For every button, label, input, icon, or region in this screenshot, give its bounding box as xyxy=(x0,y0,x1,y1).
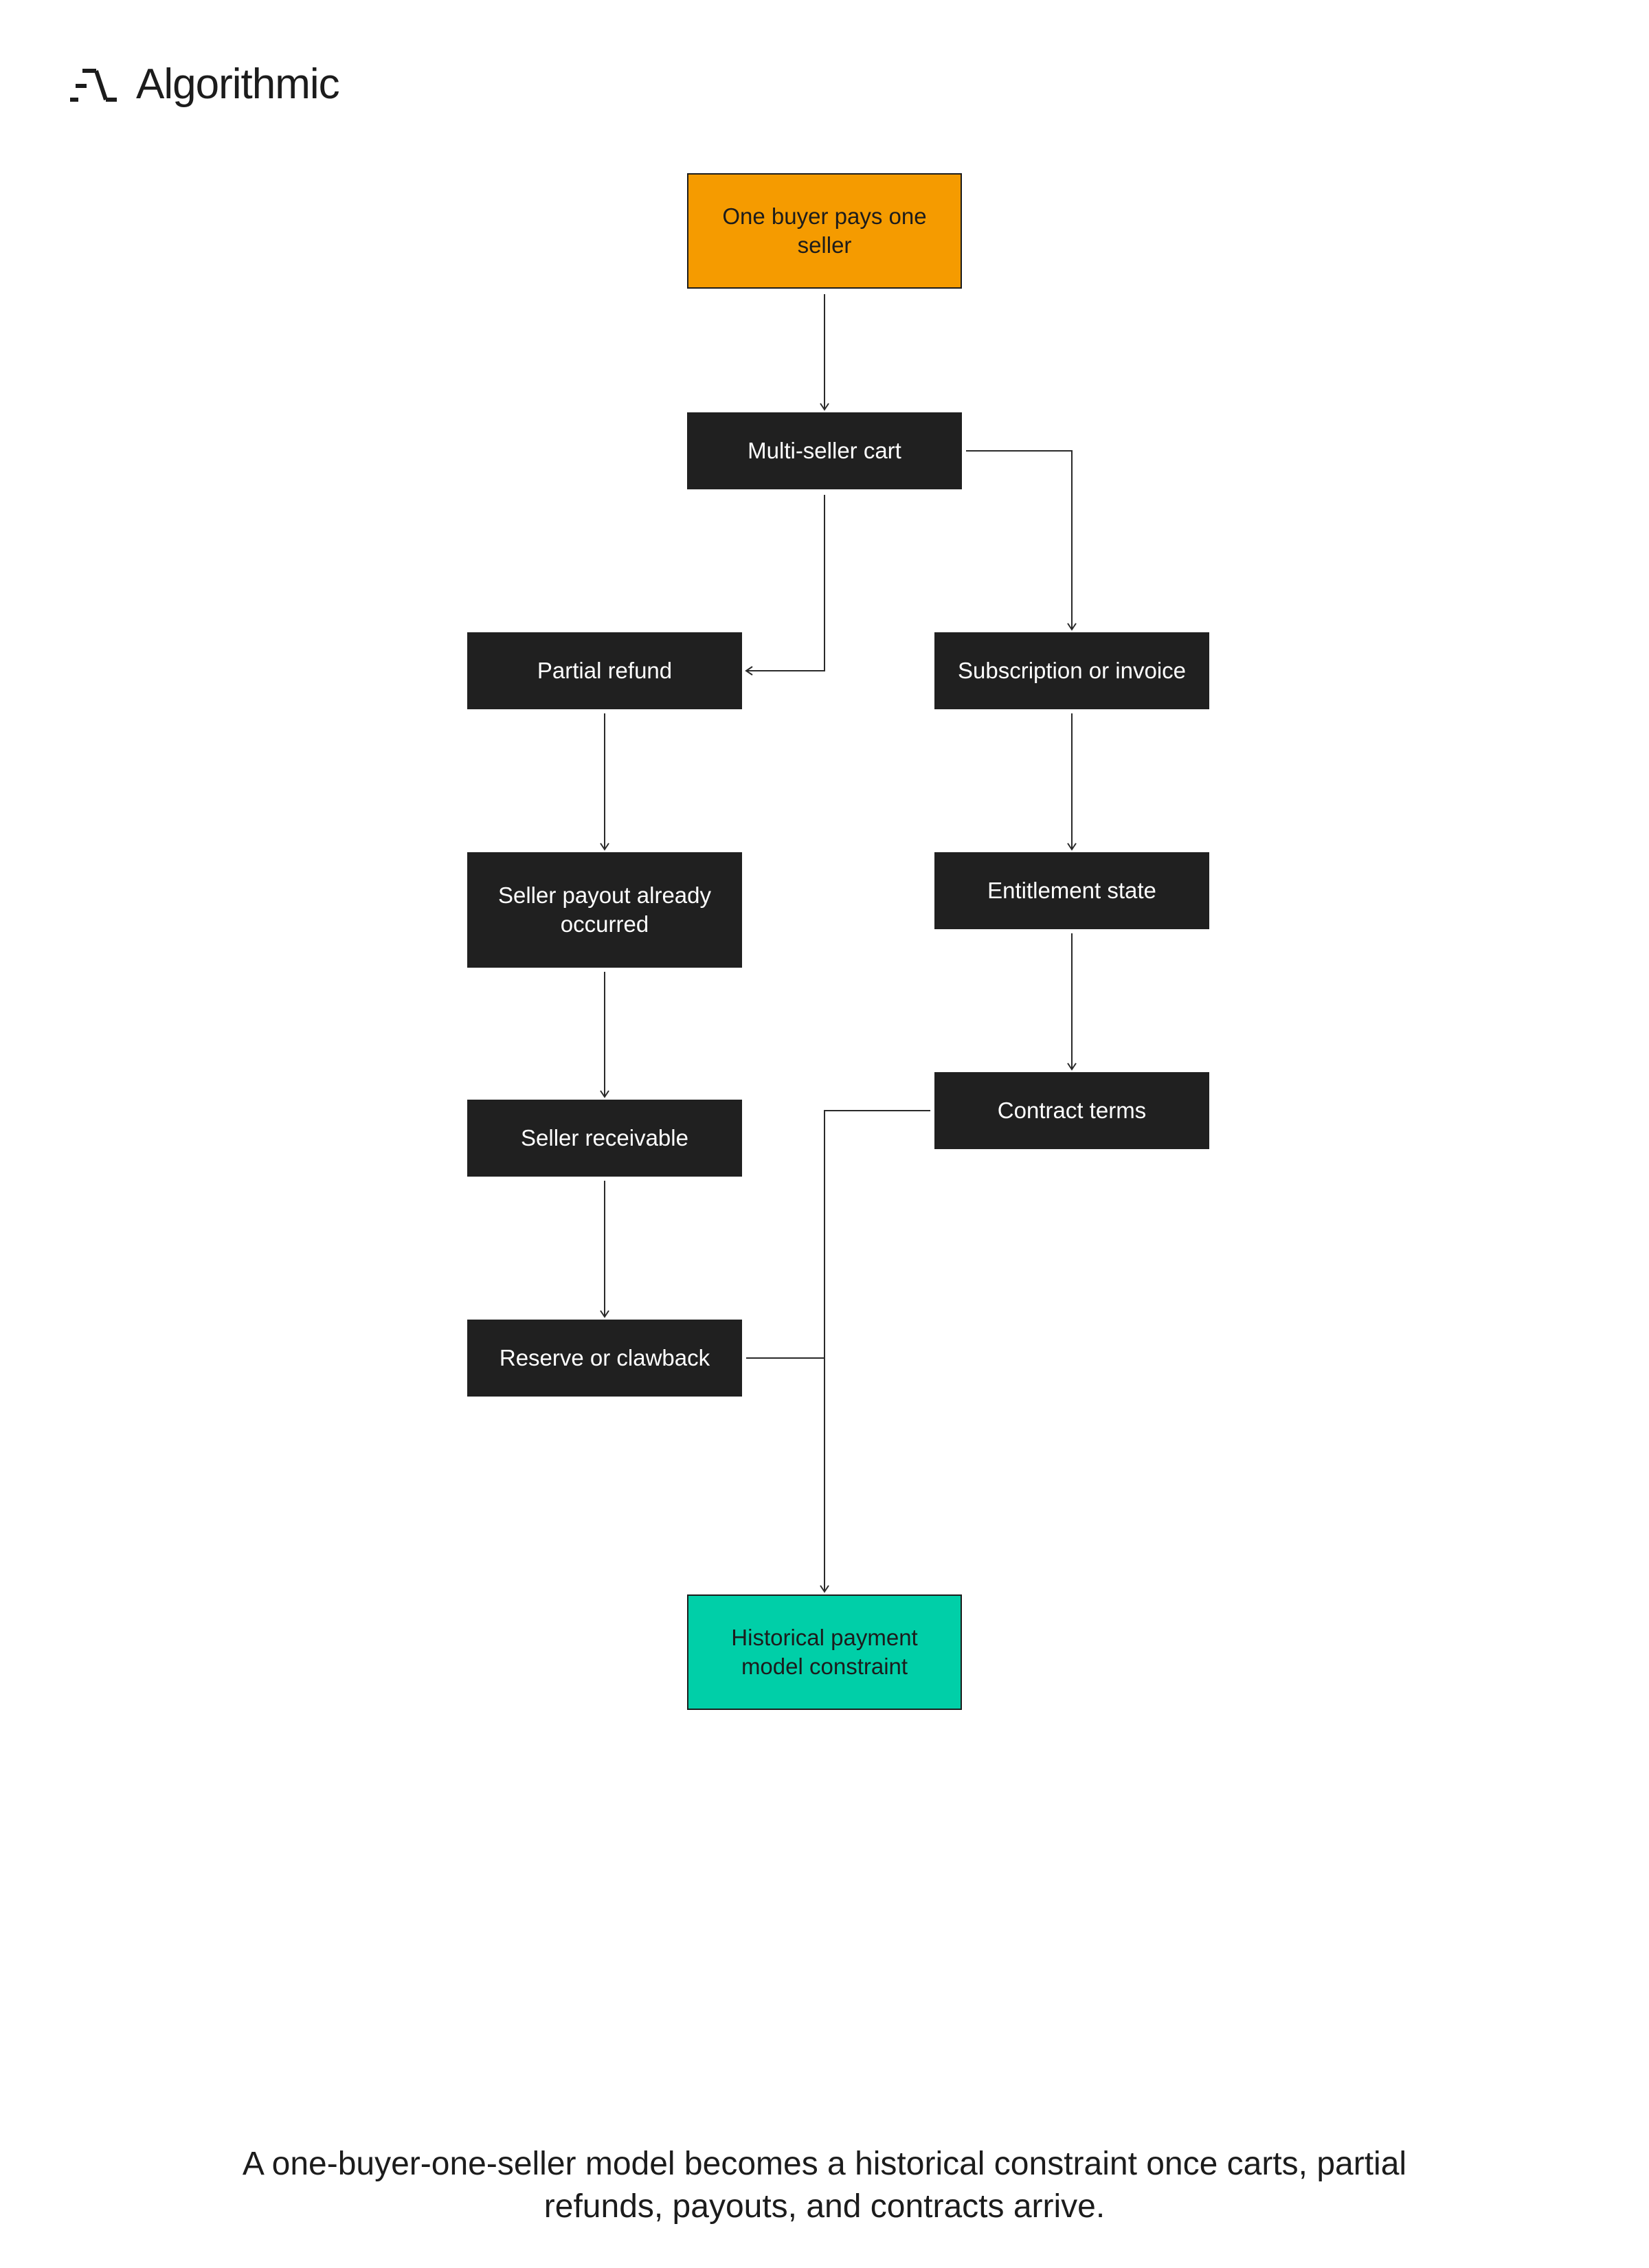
node-historical-payment-model-constraint: Historical payment model constraint xyxy=(687,1594,962,1710)
brand-name: Algorithmic xyxy=(136,60,340,108)
edge-multi-seller-to-subscription xyxy=(966,450,1077,631)
node-subscription-or-invoice: Subscription or invoice xyxy=(934,632,1209,709)
node-reserve-or-clawback: Reserve or clawback xyxy=(467,1320,742,1397)
edge-contract-terms-to-historical xyxy=(820,1110,930,1593)
node-seller-receivable: Seller receivable xyxy=(467,1100,742,1177)
edge-multi-seller-to-partial-refund xyxy=(745,495,825,676)
node-seller-payout-already-occurred: Seller payout already occurred xyxy=(467,852,742,968)
node-entitlement-state: Entitlement state xyxy=(934,852,1209,929)
algorithmic-logo-icon xyxy=(70,69,117,102)
node-one-buyer-pays-one-seller: One buyer pays one seller xyxy=(687,173,962,289)
node-multi-seller-cart: Multi-seller cart xyxy=(687,412,962,489)
brand-logo: Algorithmic xyxy=(67,60,340,109)
node-contract-terms: Contract terms xyxy=(934,1072,1209,1149)
figure-caption: A one-buyer-one-seller model becomes a h… xyxy=(242,2146,1407,2225)
node-partial-refund: Partial refund xyxy=(467,632,742,709)
